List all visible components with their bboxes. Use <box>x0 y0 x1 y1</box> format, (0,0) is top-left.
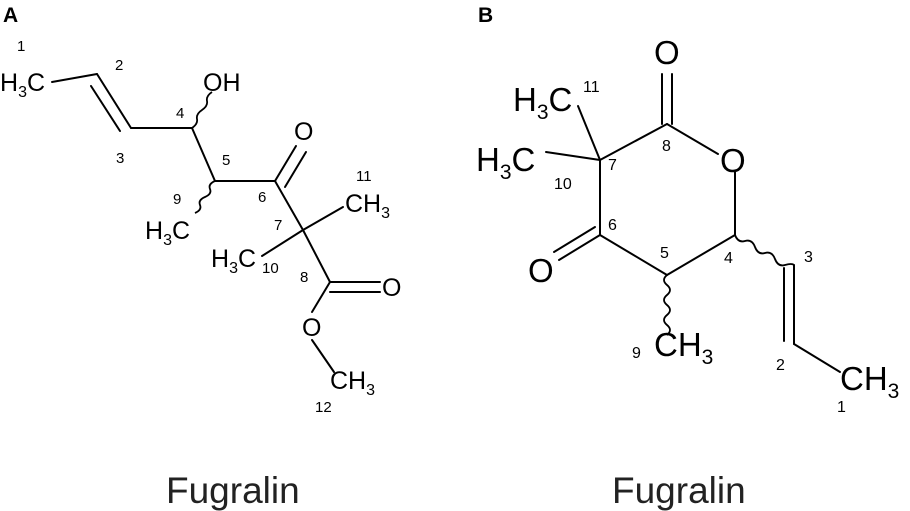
bond-b-c5-c6 <box>599 234 668 276</box>
locant-a-2: 2 <box>115 57 123 74</box>
locant-a-12: 12 <box>315 399 332 416</box>
bond-b-c7-c8 <box>599 123 668 161</box>
locant-b-8: 8 <box>662 138 671 155</box>
locant-b-10: 10 <box>554 176 572 193</box>
panel-a: A H3C OH O CH3 H3 <box>0 4 401 511</box>
atom-a-ch3-c1: H3C <box>0 69 45 101</box>
bond-b-c2-c1 <box>793 343 841 373</box>
atom-a-ch3-c9: H3C <box>145 217 190 249</box>
locant-b-9: 9 <box>632 345 641 362</box>
locant-a-4: 4 <box>176 105 184 122</box>
panel-a-letter: A <box>3 4 18 27</box>
bond-a-c7-c10 <box>261 229 304 257</box>
bond-b-c7-c11 <box>577 105 601 161</box>
atom-a-o-carbonyl: O <box>382 274 401 302</box>
bond-b-c6-o <box>558 234 601 261</box>
locant-a-1: 1 <box>17 38 25 55</box>
panel-a-bonds <box>51 73 381 373</box>
atom-b-ch3-c10: H3C <box>476 141 535 184</box>
panel-b: B O H3C H3C O O CH <box>476 4 899 511</box>
atom-a-oh: OH <box>203 69 241 97</box>
bond-b-c8-oring <box>666 123 719 155</box>
bond-a-c7-c8 <box>302 229 331 283</box>
bond-a-c8-oester <box>311 281 331 313</box>
atom-b-o-ring: O <box>720 142 746 179</box>
locant-a-10: 10 <box>262 260 279 277</box>
panel-b-bonds <box>545 73 841 373</box>
atom-a-ch3-c12: CH3 <box>330 367 375 399</box>
bond-a-c6-o-double <box>284 151 307 188</box>
locant-a-7: 7 <box>274 217 282 234</box>
atom-a-ch3-c11: CH3 <box>345 190 390 222</box>
atom-a-ch3-c10: H3C <box>211 245 256 277</box>
atom-a-o-ester: O <box>302 314 321 342</box>
panel-b-letter: B <box>478 4 493 27</box>
atom-a-o-ketone: O <box>294 118 313 146</box>
locant-a-6: 6 <box>258 189 266 206</box>
bond-a-c2-c3 <box>96 73 132 129</box>
panel-b-atoms: O H3C H3C O O CH3 CH3 <box>476 34 899 403</box>
bond-a-c6-c7 <box>274 180 304 231</box>
bond-a-c1-c2 <box>51 73 98 83</box>
panel-b-caption: Fugralin <box>612 470 746 511</box>
locant-b-5: 5 <box>660 245 669 262</box>
locant-b-2: 2 <box>776 357 785 374</box>
bond-a-c5-c9-wavy <box>194 180 216 214</box>
bond-a-c4-oh-wavy <box>191 91 213 129</box>
bond-a-c7-c11 <box>302 206 344 231</box>
bond-a-c6-o <box>274 145 297 182</box>
bond-b-c4-c5 <box>666 234 736 276</box>
bond-a-oester-c12 <box>311 339 335 373</box>
atom-b-ch3-c1: CH3 <box>840 360 899 403</box>
panel-a-numbers: 1 2 3 4 5 6 7 8 9 10 11 12 <box>17 38 372 416</box>
locant-a-3: 3 <box>116 150 124 167</box>
locant-a-11: 11 <box>356 168 372 185</box>
bond-a-c4-c5 <box>191 127 216 182</box>
atom-b-ch3-c11: H3C <box>513 81 572 124</box>
bond-b-c5-c9-wavy <box>663 274 671 336</box>
locant-b-11: 11 <box>583 79 600 96</box>
panel-a-atoms: H3C OH O CH3 H3C H3C O O CH3 <box>0 69 401 399</box>
locant-b-7: 7 <box>608 157 617 174</box>
bond-b-c6-o-double <box>553 226 596 253</box>
atom-b-o-carbonyl: O <box>654 34 680 71</box>
locant-b-1: 1 <box>837 399 846 416</box>
locant-b-6: 6 <box>608 217 617 234</box>
locant-a-8: 8 <box>300 269 308 286</box>
atom-b-ch3-c9: CH3 <box>654 326 713 369</box>
panel-b-numbers: 1 2 3 4 5 6 7 8 9 10 11 <box>554 79 846 416</box>
bond-b-c7-c10 <box>545 151 601 161</box>
atom-b-o-ketone: O <box>528 252 554 289</box>
locant-a-9: 9 <box>173 191 181 208</box>
locant-a-5: 5 <box>222 152 230 169</box>
bond-a-c2-c3-double <box>90 85 121 132</box>
locant-b-3: 3 <box>804 249 813 266</box>
bond-b-c4-c3-wavy <box>734 234 795 267</box>
locant-b-4: 4 <box>724 250 733 267</box>
panel-a-caption: Fugralin <box>166 470 300 511</box>
